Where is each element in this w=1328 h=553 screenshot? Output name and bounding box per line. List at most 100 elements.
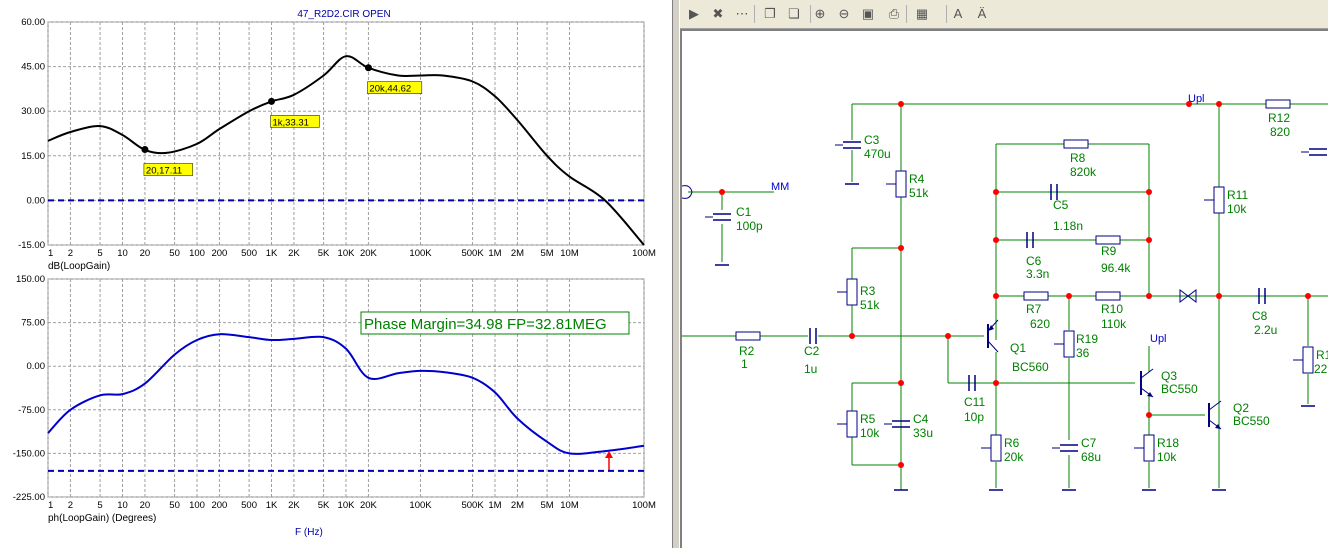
resistor-r12[interactable] (1265, 99, 1291, 109)
grid-icon[interactable]: ▦ (915, 6, 929, 21)
part-ref-label: C3 (864, 133, 880, 147)
y-tick-label: -150.00 (13, 448, 45, 459)
capacitor-c-edge[interactable] (1301, 148, 1327, 156)
transistor-q2[interactable] (1208, 400, 1222, 430)
capacitor-c4[interactable] (884, 420, 910, 428)
x-tick-label: 5K (318, 248, 330, 259)
resistor-r19[interactable] (1063, 330, 1075, 358)
capacitor-c11[interactable] (968, 375, 976, 391)
capacitor-c1[interactable] (705, 213, 731, 221)
x-tick-label: 10 (117, 248, 128, 259)
print-icon[interactable]: ⎙ (888, 6, 900, 21)
marker-point (364, 64, 372, 72)
y-tick-label: 0.00 (27, 361, 46, 372)
part-ref-label: R9 (1101, 244, 1117, 258)
x-tick-label: 5 (97, 500, 102, 511)
part-value-label: BC550 (1233, 414, 1270, 428)
x-tick-label: 2M (511, 248, 524, 259)
x-tick-label: 2 (68, 248, 73, 259)
part-labels: C3470uR451kC1100pR351kR21C21uR510kC433uR… (736, 111, 1328, 464)
part-ref-label: R10 (1101, 302, 1123, 316)
part-value-label: 51k (860, 298, 880, 312)
zoom-fit-icon[interactable]: ▣ (861, 6, 875, 21)
marker-box (270, 115, 320, 128)
wires (682, 103, 1328, 490)
part-value-label: 10k (1227, 202, 1247, 216)
junction-node (1146, 189, 1152, 195)
net-label: MM (771, 181, 789, 193)
capacitor-c6[interactable] (1026, 232, 1034, 248)
part-value-label: 1 (741, 357, 748, 371)
more-icon[interactable]: ⋯ (735, 6, 749, 21)
x-tick-label: 200 (211, 248, 227, 259)
transistor-q3[interactable] (1140, 368, 1154, 398)
paste-icon[interactable]: ❏ (788, 6, 800, 21)
junction-node (719, 189, 725, 195)
part-ref-label: C1 (736, 205, 752, 219)
part-ref-label: R4 (909, 172, 925, 186)
copy-icon[interactable]: ❐ (764, 6, 776, 21)
part-value-label: 820k (1070, 165, 1097, 179)
resistor-r9[interactable] (1095, 235, 1121, 245)
x-tick-label: 20K (360, 248, 378, 259)
font-icon[interactable]: A (953, 6, 963, 21)
part-value-label: 470u (864, 147, 891, 161)
splitter-handle[interactable] (672, 0, 680, 548)
resistor-r6[interactable] (990, 434, 1002, 462)
zoom-out-icon[interactable]: ⊖ (838, 6, 850, 21)
resistor-r7[interactable] (1023, 291, 1049, 301)
part-value-label: 36 (1076, 346, 1090, 360)
resistor-r11[interactable] (1213, 186, 1225, 214)
capacitor-c7[interactable] (1052, 444, 1078, 452)
ground-symbols (715, 183, 1315, 491)
resistor-r10[interactable] (1095, 291, 1121, 301)
transistor-q1[interactable] (987, 319, 999, 353)
input-jack-icon (681, 185, 693, 199)
phase-line (47, 333, 645, 455)
stop-icon[interactable]: ✖ (712, 6, 724, 21)
resistor-r1[interactable] (1302, 346, 1314, 374)
resistor-r3[interactable] (846, 278, 858, 306)
part-ref-label: R18 (1157, 436, 1179, 450)
diode-symbol[interactable] (1179, 289, 1197, 303)
part-ref-label: Q2 (1233, 401, 1249, 415)
capacitor-c5[interactable] (1050, 184, 1058, 200)
resistor-r18[interactable] (1143, 434, 1155, 462)
x-tick-label: 20K (360, 500, 378, 511)
marker-box (367, 81, 423, 94)
resistor-r4[interactable] (895, 170, 907, 198)
part-ref-label: C11 (964, 395, 985, 409)
part-value-label: 33u (913, 426, 933, 440)
x-tick-label: 10M (560, 248, 579, 259)
part-value-label: 1u (804, 362, 817, 376)
part-ref-label: R1 (1316, 348, 1328, 362)
junction-node (1186, 101, 1192, 107)
x-tick-label: 2K (288, 500, 300, 511)
part-value-label: 68u (1081, 450, 1101, 464)
x-tick-label: 10K (338, 500, 356, 511)
capacitor-c3[interactable] (835, 141, 861, 149)
capacitor-c8[interactable] (1258, 288, 1266, 304)
x-tick-label: 20 (140, 500, 151, 511)
resistor-r8[interactable] (1063, 139, 1089, 149)
resistor-r5[interactable] (846, 410, 858, 438)
y-tick-label: -225.00 (13, 492, 45, 503)
y-tick-label: 60.00 (21, 17, 45, 28)
part-value-label: BC560 (1012, 360, 1049, 374)
x-tick-label: 100K (409, 500, 432, 511)
schematic-diagram[interactable]: C3470uR451kC1100pR351kR21C21uR510kC433uR… (681, 31, 1328, 548)
bode-plot[interactable]: 47_R2D2.CIR OPEN 60.0045.0030.0015.000.0… (0, 0, 672, 548)
toolbar-separator (754, 5, 755, 23)
run-icon[interactable]: ▶ (689, 6, 699, 21)
resistor-r2[interactable] (735, 331, 761, 341)
zoom-in-icon[interactable]: ⊕ (814, 6, 826, 21)
part-ref-label: R2 (739, 344, 755, 358)
part-ref-label: Q3 (1161, 369, 1177, 383)
text-style-icon[interactable]: Ä (977, 6, 987, 21)
capacitor-c2[interactable] (809, 328, 817, 344)
marker-point (268, 97, 275, 105)
